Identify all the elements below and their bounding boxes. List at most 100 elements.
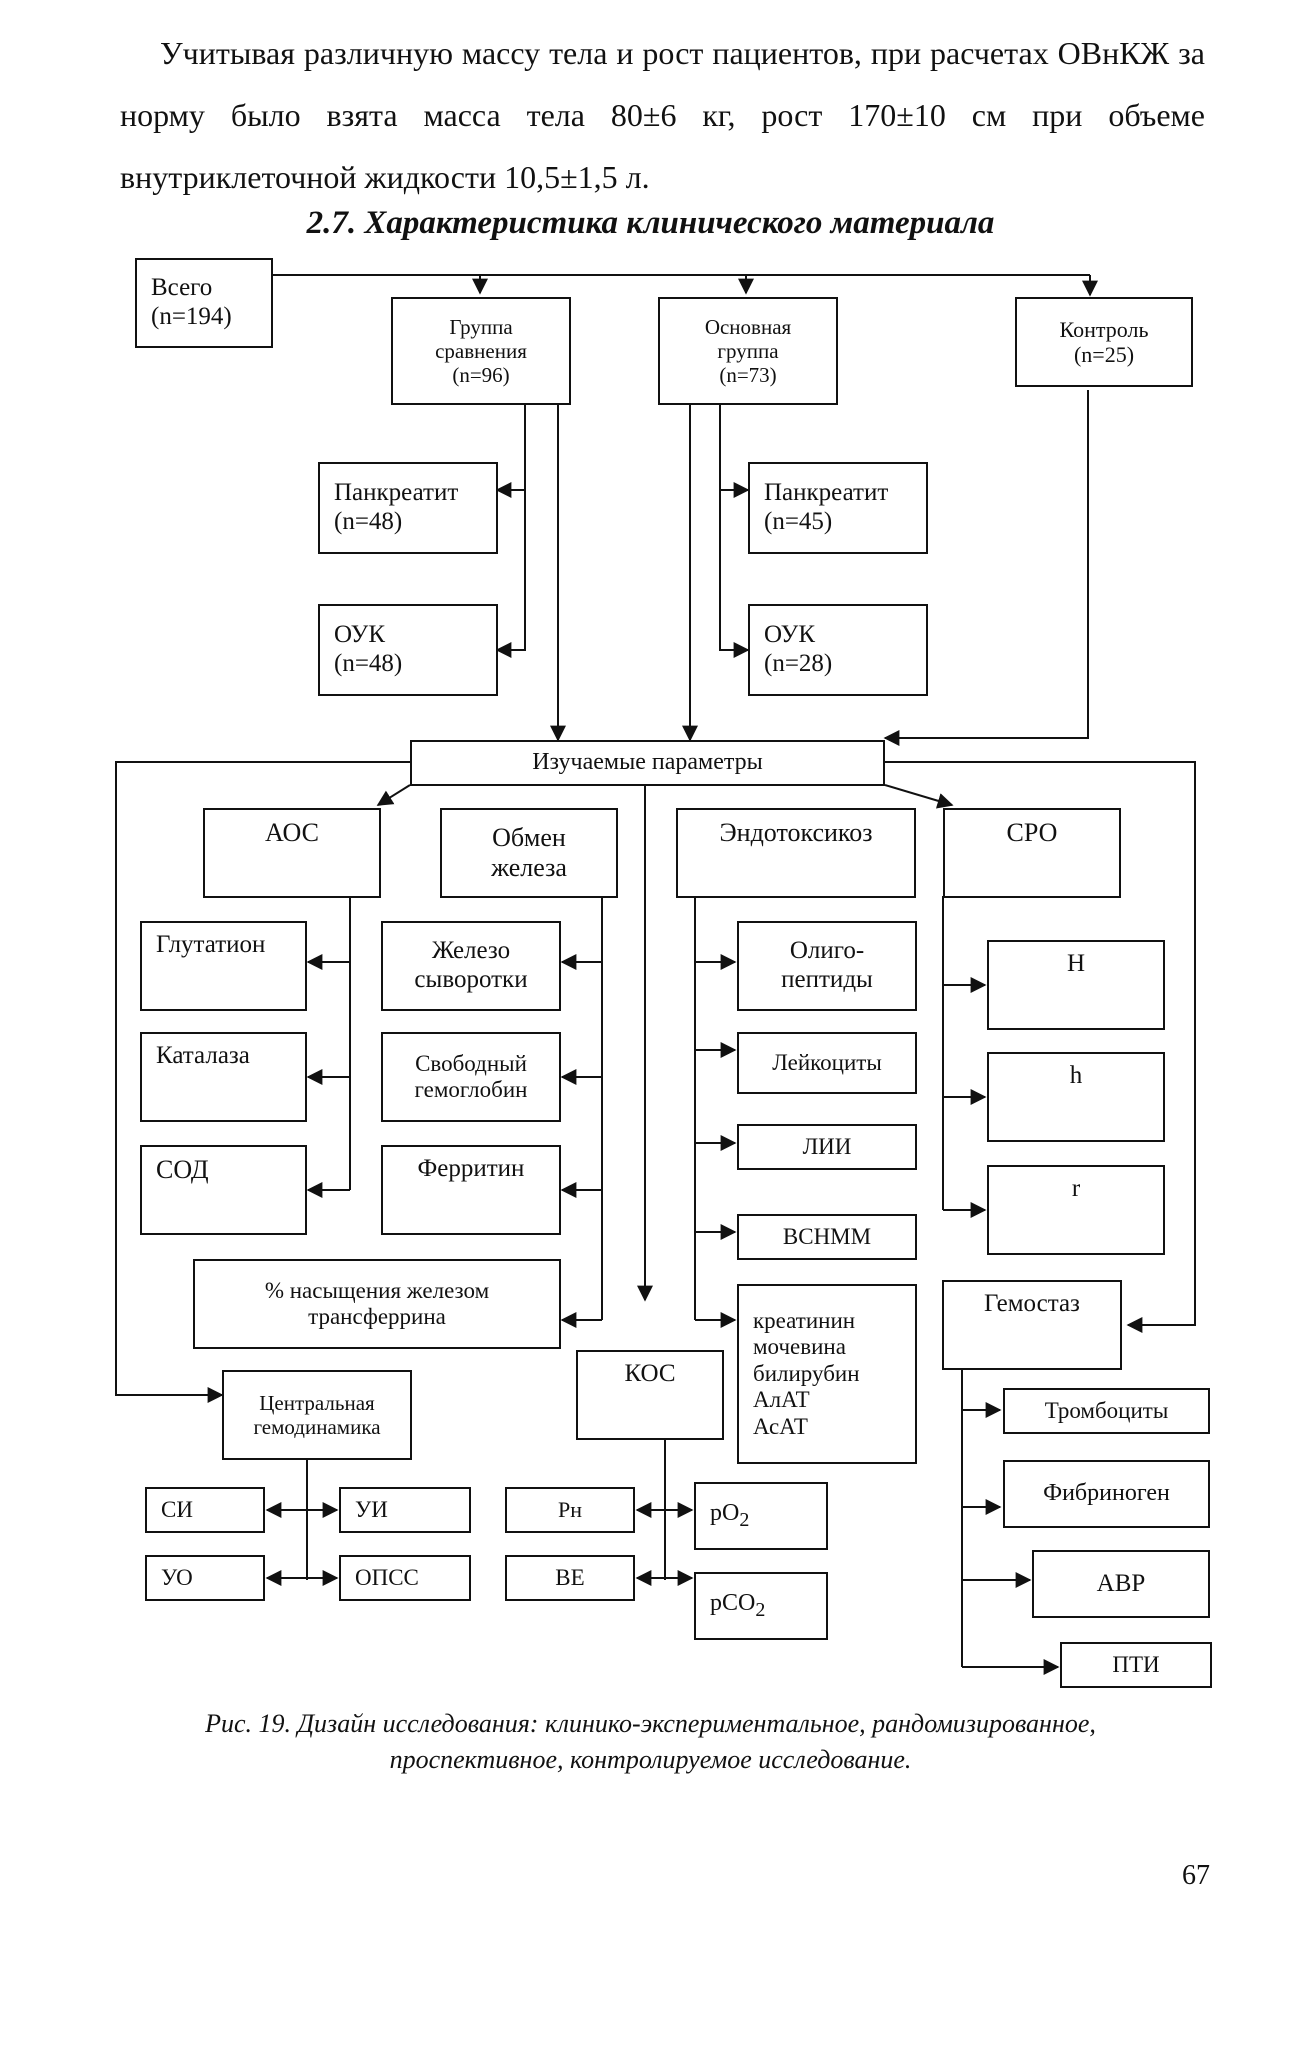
endotoxicosis-label: Эндотоксикоз xyxy=(719,818,873,847)
urea-label: мочевина xyxy=(753,1334,846,1360)
free-hb-label-1: Свободный xyxy=(415,1050,527,1076)
alat-label: АлАТ xyxy=(753,1387,810,1413)
sro-h-label: h xyxy=(1069,1062,1083,1089)
sro-label: СРО xyxy=(1006,818,1058,847)
intro-paragraph: Учитывая различную массу тела и рост пац… xyxy=(120,22,1205,208)
caption-line-2: проспективное, контролируемое исследован… xyxy=(389,1745,912,1774)
ferritin-label: Ферритин xyxy=(417,1155,525,1182)
sro-H-box: H xyxy=(987,940,1165,1030)
serum-iron-label-1: Железо xyxy=(431,937,511,965)
glutathione-box: Глутатион xyxy=(140,921,307,1011)
leukocytes-label: Лейкоциты xyxy=(772,1049,882,1075)
cmp-ouk-label: ОУК xyxy=(334,621,386,649)
cmp-pancreatitis-label: Панкреатит xyxy=(334,479,459,507)
comparison-label-1: Группа xyxy=(449,314,513,339)
ferritin-box: Ферритин xyxy=(381,1145,561,1235)
platelets-box: Тромбоциты xyxy=(1003,1388,1210,1434)
main-pancreatitis-count: (n=45) xyxy=(764,508,833,535)
studied-parameters-label: Изучаемые параметры xyxy=(532,749,763,776)
serum-iron-label-2: сыворотки xyxy=(414,966,528,993)
hemodynamics-label-1: Центральная xyxy=(259,1390,375,1415)
intro-text: Учитывая различную массу тела и рост пац… xyxy=(120,35,1205,195)
hemodynamics-label-2: гемодинамика xyxy=(253,1415,381,1439)
control-count: (n=25) xyxy=(1073,342,1135,367)
si-box: СИ xyxy=(145,1487,265,1533)
comparison-label-2: сравнения xyxy=(435,338,527,363)
iron-label-1: Обмен xyxy=(492,823,566,853)
sro-h-box: h xyxy=(987,1052,1165,1142)
platelets-label: Тромбоциты xyxy=(1044,1397,1169,1423)
glutathione-label: Глутатион xyxy=(156,931,266,958)
po2-subscript: 2 xyxy=(739,1508,750,1531)
main-count: (n=73) xyxy=(719,363,777,388)
sod-box: СОД xyxy=(140,1145,307,1235)
hemostasis-box: Гемостаз xyxy=(942,1280,1122,1370)
kos-label: КОС xyxy=(624,1360,676,1387)
be-label: ВЕ xyxy=(555,1564,585,1590)
comparison-count: (n=96) xyxy=(452,363,510,388)
opss-box: ОПСС xyxy=(339,1555,471,1601)
comparison-pancreatitis-box: Панкреатит(n=48) xyxy=(318,462,498,554)
oligopeptides-label-1: Олиго- xyxy=(789,937,865,965)
catalase-label: Каталаза xyxy=(156,1042,250,1069)
sro-r-box: r xyxy=(987,1165,1165,1255)
ph-box: Рн xyxy=(505,1487,635,1533)
sro-box: СРО xyxy=(943,808,1121,898)
page-number: 67 xyxy=(1182,1860,1210,1891)
ui-label: УИ xyxy=(355,1496,388,1522)
oligopeptides-box: Олиго-пептиды xyxy=(737,921,917,1011)
iron-label-2: железа xyxy=(491,853,567,882)
studied-parameters-box: Изучаемые параметры xyxy=(410,740,885,786)
sod-label: СОД xyxy=(156,1155,209,1184)
total-count: (n=194) xyxy=(151,303,232,330)
pco2-base: pCO xyxy=(710,1590,756,1617)
main-ouk-count: (n=28) xyxy=(764,650,833,677)
transferrin-label-2: трансферрина xyxy=(308,1304,446,1329)
endotoxicosis-box: Эндотоксикоз xyxy=(676,808,916,898)
total-box: Всего(n=194) xyxy=(135,258,273,348)
asat-label: АсАТ xyxy=(753,1413,808,1439)
main-ouk-box: ОУК(n=28) xyxy=(748,604,928,696)
comparison-ouk-box: ОУК(n=48) xyxy=(318,604,498,696)
figure-caption: Рис. 19. Дизайн исследования: клинико-эк… xyxy=(0,1706,1301,1778)
aos-box: АОС xyxy=(203,808,381,898)
oligopeptides-label-2: пептиды xyxy=(781,966,873,993)
sro-H-label: H xyxy=(1066,950,1086,977)
aos-label: АОС xyxy=(265,818,319,847)
ui-box: УИ xyxy=(339,1487,471,1533)
lii-label: ЛИИ xyxy=(802,1133,852,1159)
fibrinogen-box: Фибриноген xyxy=(1003,1460,1210,1528)
transferrin-label-1: % насыщения железом xyxy=(264,1277,490,1303)
main-pancreatitis-box: Панкреатит(n=45) xyxy=(748,462,928,554)
control-box: Контроль(n=25) xyxy=(1015,297,1193,387)
cmp-pancreatitis-count: (n=48) xyxy=(334,508,403,535)
fibrinogen-label: Фибриноген xyxy=(1043,1480,1170,1507)
be-box: ВЕ xyxy=(505,1555,635,1601)
uo-box: УО xyxy=(145,1555,265,1601)
opss-label: ОПСС xyxy=(355,1564,419,1590)
ph-label: Рн xyxy=(557,1497,582,1523)
po2-base: pO xyxy=(710,1500,740,1527)
pco2-label: pCO2 xyxy=(710,1590,765,1622)
avr-box: АВР xyxy=(1032,1550,1210,1618)
biochemistry-box: креатинин мочевина билирубин АлАТ АсАТ xyxy=(737,1284,917,1464)
pti-box: ПТИ xyxy=(1060,1642,1212,1688)
control-label: Контроль xyxy=(1059,316,1149,342)
cmp-ouk-count: (n=48) xyxy=(334,650,403,677)
po2-label: pO2 xyxy=(710,1500,749,1532)
pco2-subscript: 2 xyxy=(755,1598,766,1621)
section-heading: 2.7. Характеристика клинического материа… xyxy=(306,205,995,241)
sro-r-label: r xyxy=(1071,1175,1081,1202)
pco2-box: pCO2 xyxy=(694,1572,828,1640)
creatinine-label: креатинин xyxy=(753,1307,856,1333)
main-pancreatitis-label: Панкреатит xyxy=(764,479,889,507)
kos-box: КОС xyxy=(576,1350,724,1440)
